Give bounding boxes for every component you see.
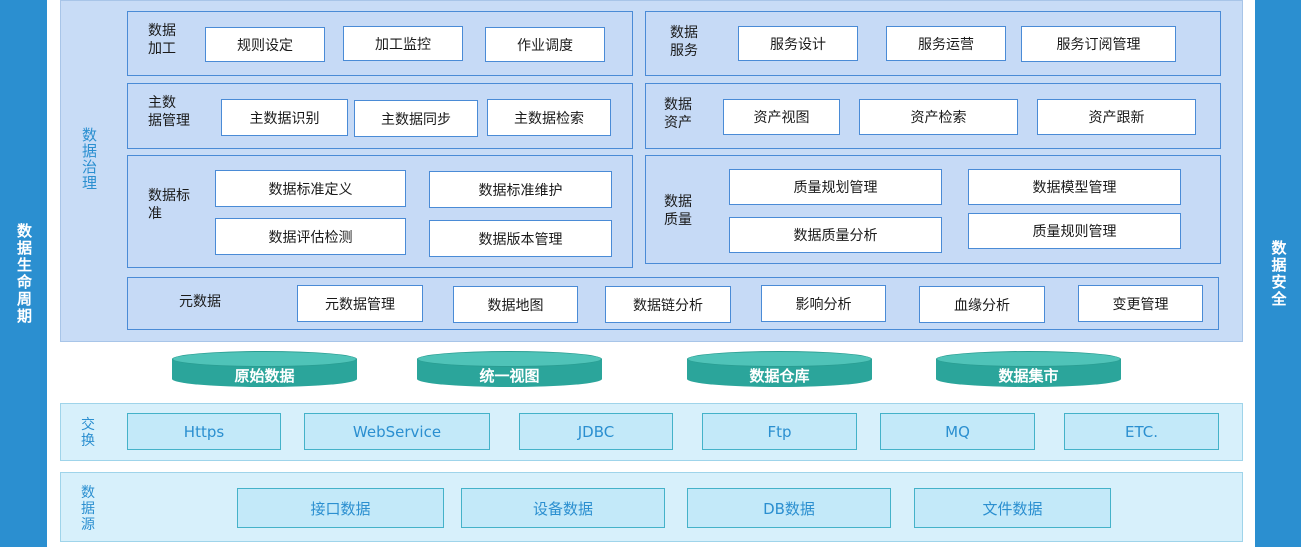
box-quality-rule[interactable]: 质量规则管理: [968, 213, 1181, 249]
exchange-webservice[interactable]: WebService: [304, 413, 490, 450]
exchange-panel: 交 换 Https WebService JDBC Ftp MQ ETC.: [60, 403, 1243, 461]
sources-title: 数 据 源: [81, 485, 95, 533]
box-asset-update[interactable]: 资产跟新: [1037, 99, 1196, 135]
box-asset-search[interactable]: 资产检索: [859, 99, 1018, 135]
exchange-ftp[interactable]: Ftp: [702, 413, 857, 450]
group-assets: 数据 资产 资产视图 资产检索 资产跟新: [645, 83, 1221, 149]
box-master-search[interactable]: 主数据检索: [487, 99, 611, 136]
group-metadata-title: 元数据: [179, 294, 221, 310]
group-quality-title: 数据 质量: [664, 194, 692, 228]
group-assets-title: 数据 资产: [664, 97, 692, 131]
storage-raw-data-label: 原始数据: [234, 367, 295, 385]
storage-data-warehouse: 数据仓库: [687, 351, 872, 393]
box-standard-define[interactable]: 数据标准定义: [215, 170, 406, 207]
sources-panel: 数 据 源 接口数据 设备数据 DB数据 文件数据: [60, 472, 1243, 542]
source-db-data[interactable]: DB数据: [687, 488, 891, 528]
source-device-data[interactable]: 设备数据: [461, 488, 665, 528]
group-master-title: 主数 据管理: [148, 95, 190, 129]
box-version-manage[interactable]: 数据版本管理: [429, 220, 612, 257]
box-service-operation[interactable]: 服务运营: [886, 26, 1006, 61]
data-security-bar: 数据安全: [1255, 0, 1301, 547]
box-data-model[interactable]: 数据模型管理: [968, 169, 1181, 205]
exchange-mq[interactable]: MQ: [880, 413, 1035, 450]
group-processing-title: 数据 加工: [148, 23, 176, 57]
source-interface-data[interactable]: 接口数据: [237, 488, 444, 528]
box-change-manage[interactable]: 变更管理: [1078, 285, 1203, 322]
data-lifecycle-label: 数据生命周期: [15, 222, 33, 325]
storage-data-warehouse-label: 数据仓库: [749, 367, 810, 385]
box-service-design[interactable]: 服务设计: [738, 26, 858, 61]
box-quality-plan[interactable]: 质量规划管理: [729, 169, 942, 205]
exchange-title: 交 换: [81, 417, 95, 449]
box-bloodline-analysis[interactable]: 血缘分析: [919, 286, 1045, 323]
group-metadata: 元数据 元数据管理 数据地图 数据链分析 影响分析 血缘分析 变更管理: [127, 277, 1219, 330]
box-job-scheduling[interactable]: 作业调度: [485, 27, 605, 62]
group-quality: 数据 质量 质量规划管理 数据模型管理 数据质量分析 质量规则管理: [645, 155, 1221, 264]
group-master-data: 主数 据管理 主数据识别 主数据同步 主数据检索: [127, 83, 633, 149]
storage-data-mart: 数据集市: [936, 351, 1121, 393]
box-asset-view[interactable]: 资产视图: [723, 99, 840, 135]
box-metadata-manage[interactable]: 元数据管理: [297, 285, 423, 322]
group-processing: 数据 加工 规则设定 加工监控 作业调度: [127, 11, 633, 76]
exchange-https[interactable]: Https: [127, 413, 281, 450]
box-master-identify[interactable]: 主数据识别: [221, 99, 348, 136]
governance-title: 数据治理: [80, 127, 98, 191]
exchange-jdbc[interactable]: JDBC: [519, 413, 673, 450]
box-data-map[interactable]: 数据地图: [453, 286, 578, 323]
group-standard-title: 数据标 准: [148, 188, 190, 222]
storage-raw-data: 原始数据: [172, 351, 357, 393]
box-service-subscription[interactable]: 服务订阅管理: [1021, 26, 1176, 62]
storage-unified-view-label: 统一视图: [479, 367, 540, 385]
storage-data-mart-label: 数据集市: [998, 367, 1059, 385]
group-service-title: 数据 服务: [670, 25, 698, 59]
box-processing-monitor[interactable]: 加工监控: [343, 26, 463, 61]
data-lifecycle-bar: 数据生命周期: [0, 0, 47, 547]
group-service: 数据 服务 服务设计 服务运营 服务订阅管理: [645, 11, 1221, 76]
box-quality-analysis[interactable]: 数据质量分析: [729, 217, 942, 253]
storage-unified-view: 统一视图: [417, 351, 602, 393]
box-rule-setting[interactable]: 规则设定: [205, 27, 325, 62]
box-assessment-check[interactable]: 数据评估检测: [215, 218, 406, 255]
data-security-label: 数据安全: [1269, 239, 1288, 308]
exchange-etc[interactable]: ETC.: [1064, 413, 1219, 450]
box-master-sync[interactable]: 主数据同步: [354, 100, 478, 137]
box-standard-maintain[interactable]: 数据标准维护: [429, 171, 612, 208]
group-standard: 数据标 准 数据标准定义 数据标准维护 数据评估检测 数据版本管理: [127, 155, 633, 268]
box-impact-analysis[interactable]: 影响分析: [761, 285, 886, 322]
source-file-data[interactable]: 文件数据: [914, 488, 1111, 528]
box-lineage-chain[interactable]: 数据链分析: [605, 286, 731, 323]
